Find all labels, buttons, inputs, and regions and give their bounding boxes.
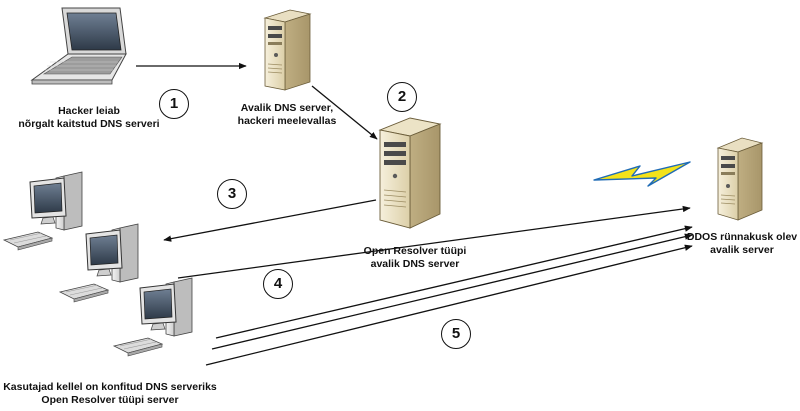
users-label-line1: Kasutajad kellel on konfitud DNS serveri… — [3, 381, 217, 393]
server-icon — [716, 137, 764, 221]
open-resolver-label: Open Resolver tüüpi avalik DNS server — [355, 245, 475, 271]
desktop-computer-icon — [58, 223, 139, 303]
server-icon — [378, 117, 442, 229]
public-dns-label: Avalik DNS server, hackeri meelevallas — [232, 102, 342, 128]
step-badge-1: 1 — [159, 89, 189, 119]
step-badge-2: 2 — [387, 82, 417, 112]
arrow-step-5 — [205, 244, 693, 366]
hacker-label-line2: nõrgalt kaitstud DNS serveri — [18, 118, 160, 130]
desktop-computer-icon — [2, 171, 83, 251]
laptop-icon — [30, 7, 127, 85]
victim-label-line2: avalik server — [710, 244, 774, 256]
step-badge-3: 3 — [217, 179, 247, 209]
user-computers — [2, 171, 193, 357]
arrow-step-3 — [163, 199, 377, 242]
arrow-step-2 — [311, 85, 378, 140]
open-resolver-label-line1: Open Resolver tüüpi — [363, 245, 467, 257]
hacker-label-line1: Hacker leiab — [58, 105, 120, 117]
users-label: Kasutajad kellel on konfitud DNS serveri… — [0, 381, 220, 407]
open-resolver-label-line2: avalik DNS server — [370, 258, 460, 270]
arrow-flow-b — [211, 233, 693, 350]
victim-label: DDOS rünnakusk olev avalik server — [686, 231, 798, 257]
users-label-line2: Open Resolver tüüpi server — [41, 394, 179, 406]
desktop-computer-icon — [112, 277, 193, 357]
public-dns-label-line2: hackeri meelevallas — [237, 115, 337, 127]
server-icon — [263, 9, 312, 91]
step-badge-4: 4 — [263, 269, 293, 299]
step-badge-5: 5 — [441, 319, 471, 349]
flow-arrows — [136, 62, 693, 366]
victim-label-line1: DDOS rünnakusk olev — [686, 231, 798, 243]
arrow-step-4 — [177, 205, 691, 279]
arrow-flow-a — [215, 225, 693, 339]
lightning-icon — [593, 161, 691, 187]
public-dns-label-line1: Avalik DNS server, — [240, 102, 334, 114]
hacker-label: Hacker leiab nõrgalt kaitstud DNS server… — [14, 105, 164, 131]
